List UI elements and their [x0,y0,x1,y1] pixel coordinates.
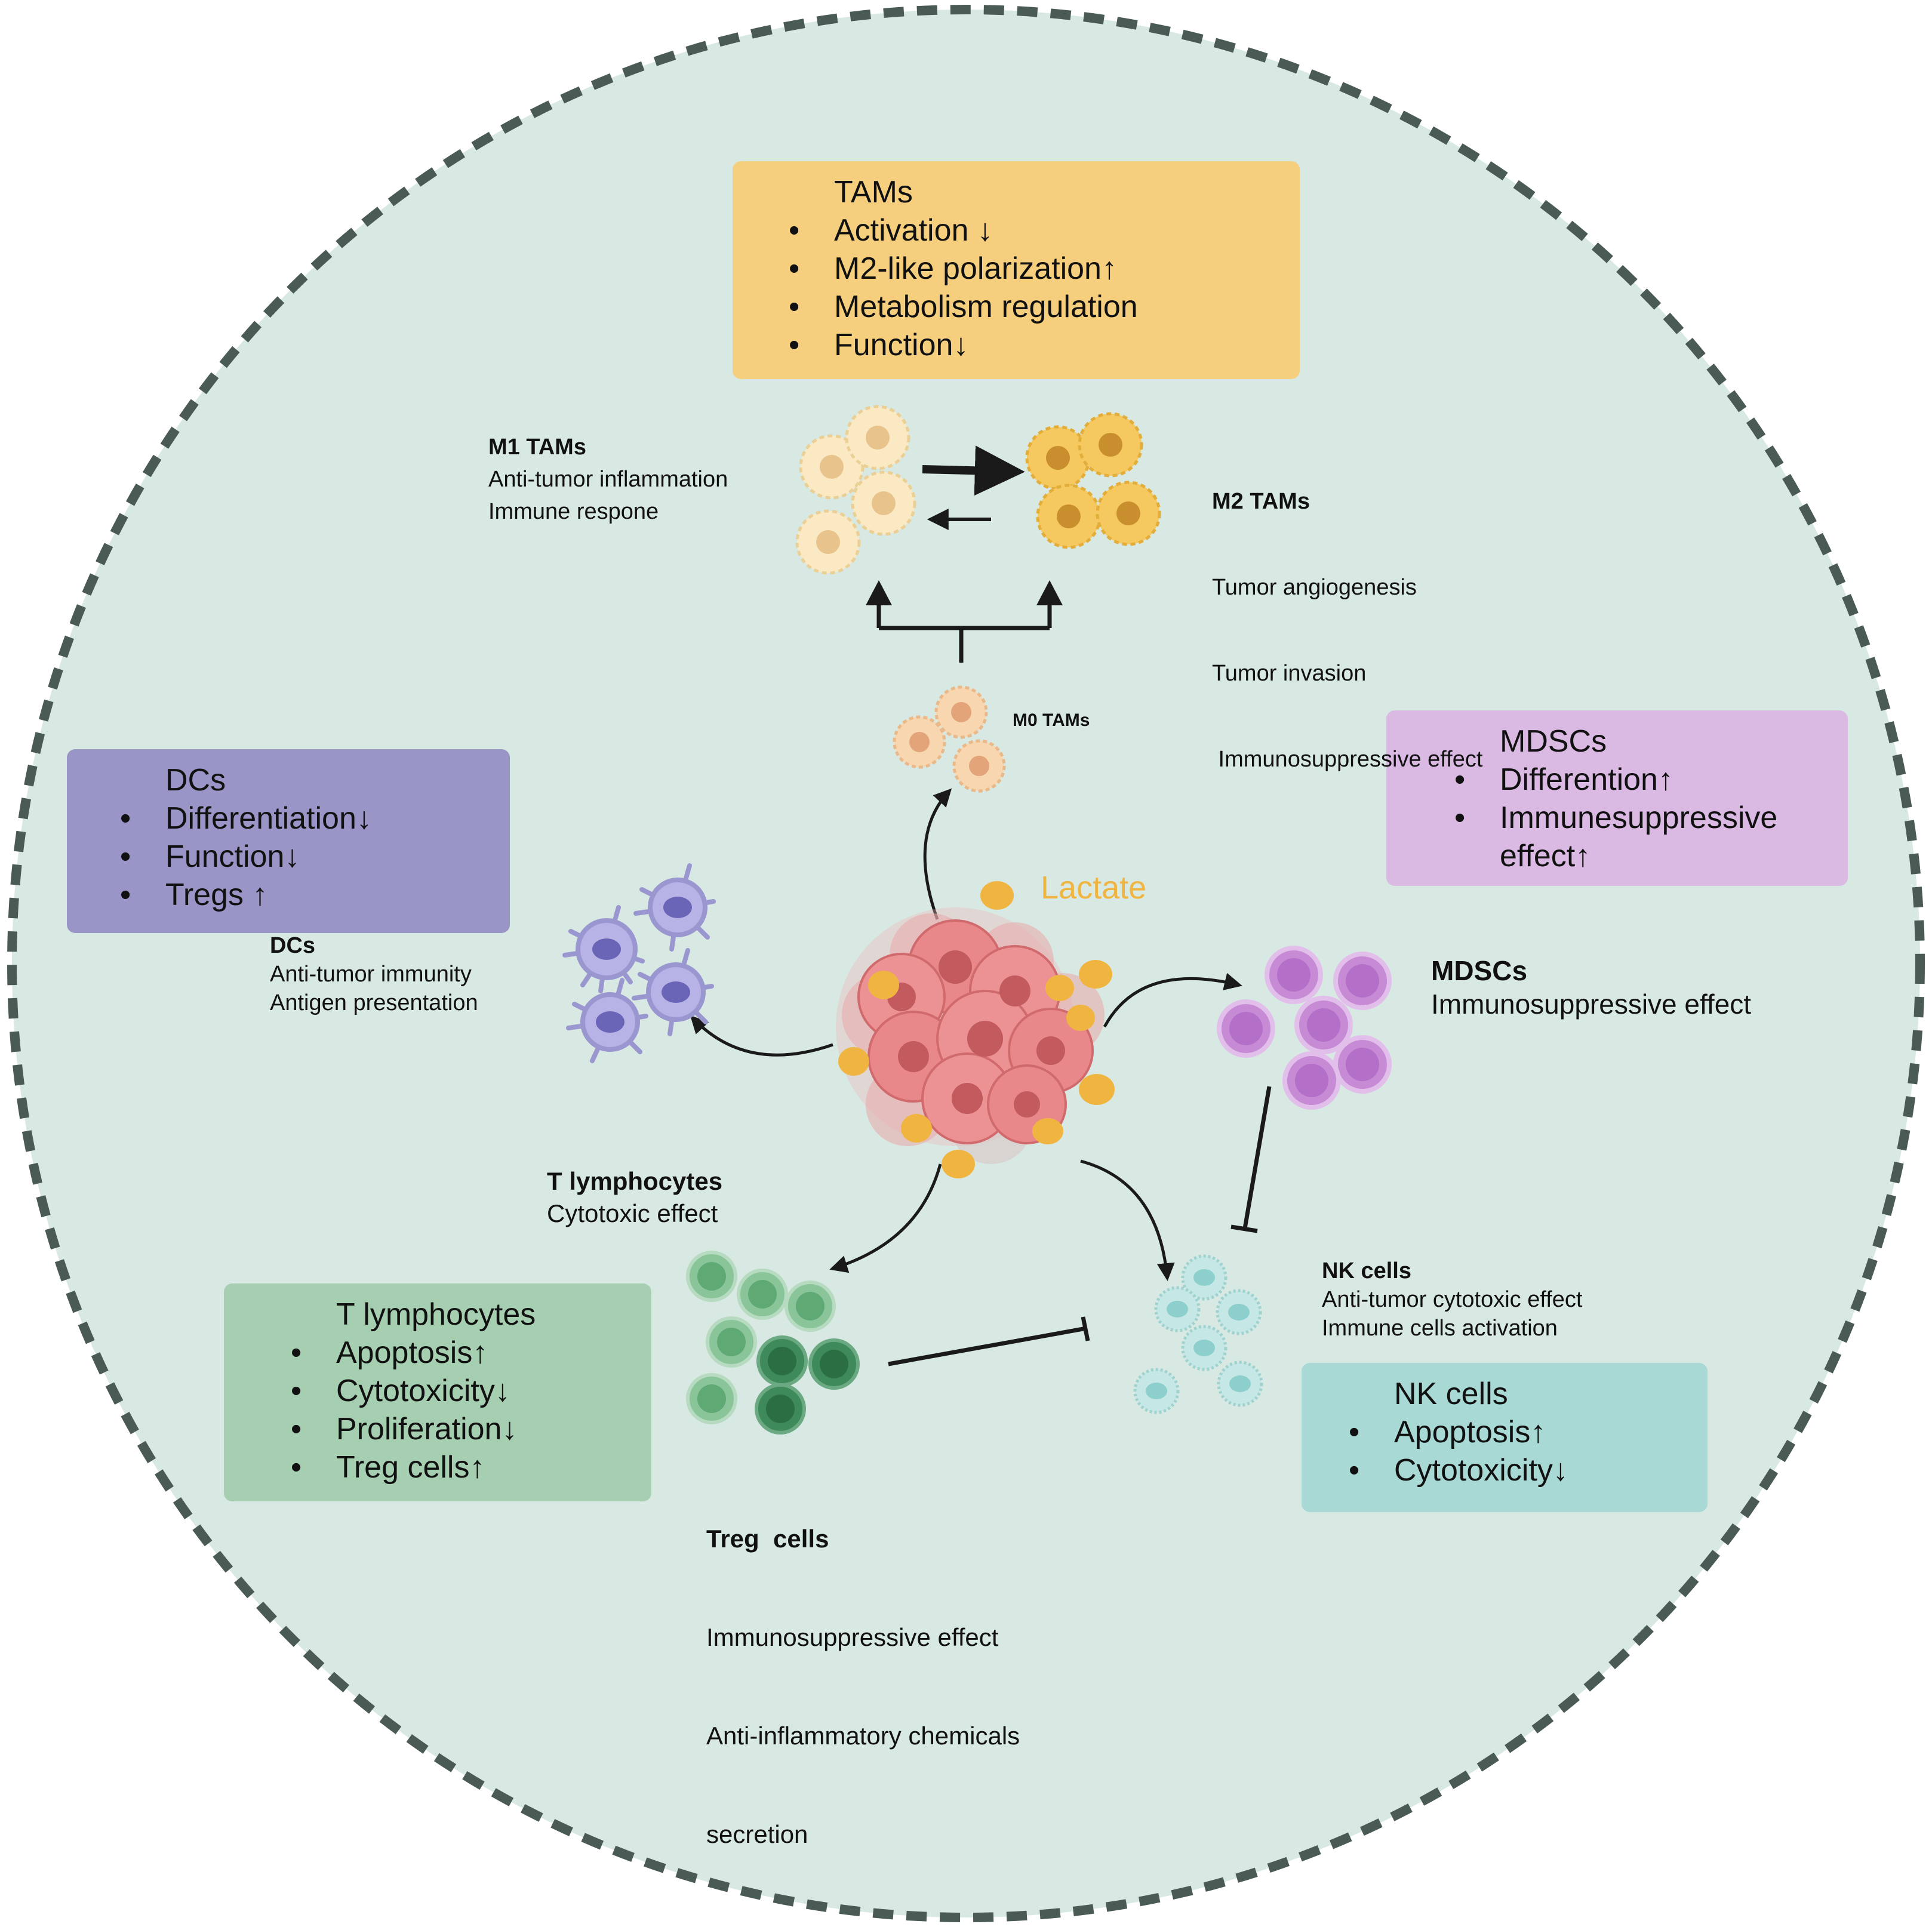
m0-branch-connector [876,604,1052,663]
dcs-line: Anti-tumor immunity [270,962,472,987]
treg-label: Treg cells Immunosuppressive effect Anti… [706,1457,1020,1883]
tlymphocytes-label: T lymphocytes Cytotoxic effect [547,1165,722,1230]
treg-line: Anti-inflammatory chemicals [706,1722,1020,1750]
tams-box-item: Metabolism regulation [789,288,1282,326]
nk-box-item: Apoptosis↑ [1349,1413,1690,1451]
mdscs-title: MDSCs [1431,955,1528,986]
tumor-to-mdscs-arrow [1103,972,1242,1028]
tams-box-item: Function↓ [789,326,1282,364]
mdscs-box-list: Differention↑ Immunesuppressive effect↑ [1404,761,1830,875]
m1-tams-line: Anti-tumor inflammation [488,467,728,492]
mdsc-cells [1217,946,1392,1110]
m0-tams-label: M0 TAMs [1013,709,1090,732]
m2-tams-line: Immunosuppressive effect [1212,747,1483,772]
m1-tams-title: M1 TAMs [488,435,586,460]
lactate-label: Lactate [1041,870,1146,906]
tams-box-item: Activation ↓ [789,211,1282,250]
mdscs-line: Immunosuppressive effect [1431,989,1752,1020]
tlymphocytes-box-item: Cytotoxicity↓ [291,1372,633,1410]
dcs-label: DCs Anti-tumor immunity Antigen presenta… [270,931,478,1017]
tumor-to-dcs-arrow [690,1015,833,1057]
lactate-molecules [838,881,1115,1178]
nk-cells [1133,1254,1263,1414]
nk-line: Immune cells activation [1322,1316,1558,1341]
nk-label: NK cells Anti-tumor cytotoxic effect Imm… [1322,1257,1582,1343]
tumor-to-tcells-arrow [829,1163,942,1273]
tams-box-title: TAMs [834,175,913,210]
dcs-summary-box: DCs Differentiation↓ Function↓ Tregs ↑ [67,749,510,933]
nk-line: Anti-tumor cytotoxic effect [1322,1287,1583,1312]
tlymphocytes-box-list: Apoptosis↑ Cytotoxicity↓ Proliferation↓ … [242,1334,633,1486]
tlymphocytes-box-item: Apoptosis↑ [291,1334,633,1372]
mdscs-label: MDSCs Immunosuppressive effect [1431,954,1751,1021]
tams-box-item: M2-like polarization↑ [789,250,1282,288]
tumor-to-nk-arrow [1080,1159,1175,1281]
m0-tams-title: M0 TAMs [1013,710,1090,730]
nk-title: NK cells [1322,1258,1411,1283]
dcs-box-item: Function↓ [120,838,492,876]
mdscs-box-title: MDSCs [1500,724,1607,759]
m1-tams-cells [795,405,916,575]
tlymphocytes-box-item: Proliferation↓ [291,1410,633,1448]
mdscs-summary-box: MDSCs Differention↑ Immunesuppressive ef… [1386,710,1848,886]
mdscs-box-item: Differention↑ [1454,761,1830,799]
m2-tams-title: M2 TAMs [1212,489,1310,514]
dcs-title: DCs [270,933,316,958]
m2-tams-label: M2 TAMs Tumor angiogenesis Tumor invasio… [1212,430,1482,802]
nk-box-item: Cytotoxicity↓ [1349,1451,1690,1489]
branch-to-m2-arrowhead [1036,580,1063,605]
dcs-box-item: Tregs ↑ [120,876,492,914]
tlymphocytes-box-item: Treg cells↑ [291,1448,633,1486]
m1-to-m2-arrow [922,445,1025,496]
treg-line: Immunosuppressive effect [706,1623,999,1651]
tlymphocytes-summary-box: T lymphocytes Apoptosis↑ Cytotoxicity↓ P… [224,1283,651,1501]
nk-box-list: Apoptosis↑ Cytotoxicity↓ [1319,1413,1690,1489]
mdscs-inhibits-nk [1230,1086,1272,1233]
dcs-box-list: Differentiation↓ Function↓ Tregs ↑ [85,799,492,914]
dc-cells [562,863,716,1063]
dcs-line: Antigen presentation [270,990,478,1015]
dcs-box-item: Differentiation↓ [120,799,492,838]
t-cells [686,1251,860,1435]
nk-summary-box: NK cells Apoptosis↑ Cytotoxicity↓ [1302,1363,1708,1512]
tumor-cluster [836,907,1105,1164]
tams-box-list: Activation ↓ M2-like polarization↑ Metab… [750,211,1282,364]
mdscs-box-item: Immunesuppressive effect↑ [1454,799,1810,875]
nk-box-title: NK cells [1394,1377,1508,1411]
m1-tams-line: Immune respone [488,499,659,524]
m2-tams-line: Tumor angiogenesis [1212,575,1417,600]
m0-tams-cells [893,685,1006,793]
dcs-box-title: DCs [165,763,226,798]
treg-title: Treg cells [706,1525,829,1553]
tams-summary-box: TAMs Activation ↓ M2-like polarization↑ … [733,161,1300,379]
treg-inhibits-nk [888,1316,1090,1366]
treg-line: secretion [706,1820,808,1848]
tlymphocytes-title: T lymphocytes [547,1167,723,1195]
m2-tams-cells [1025,412,1161,549]
tumor-to-m0-arrow [923,788,952,920]
tlymphocytes-line: Cytotoxic effect [547,1199,718,1227]
tlymphocytes-box-title: T lymphocytes [336,1297,536,1332]
branch-to-m1-arrowhead [866,580,892,605]
m1-tams-label: M1 TAMs Anti-tumor inflammation Immune r… [488,431,728,528]
m2-tams-line: Tumor invasion [1212,661,1367,686]
